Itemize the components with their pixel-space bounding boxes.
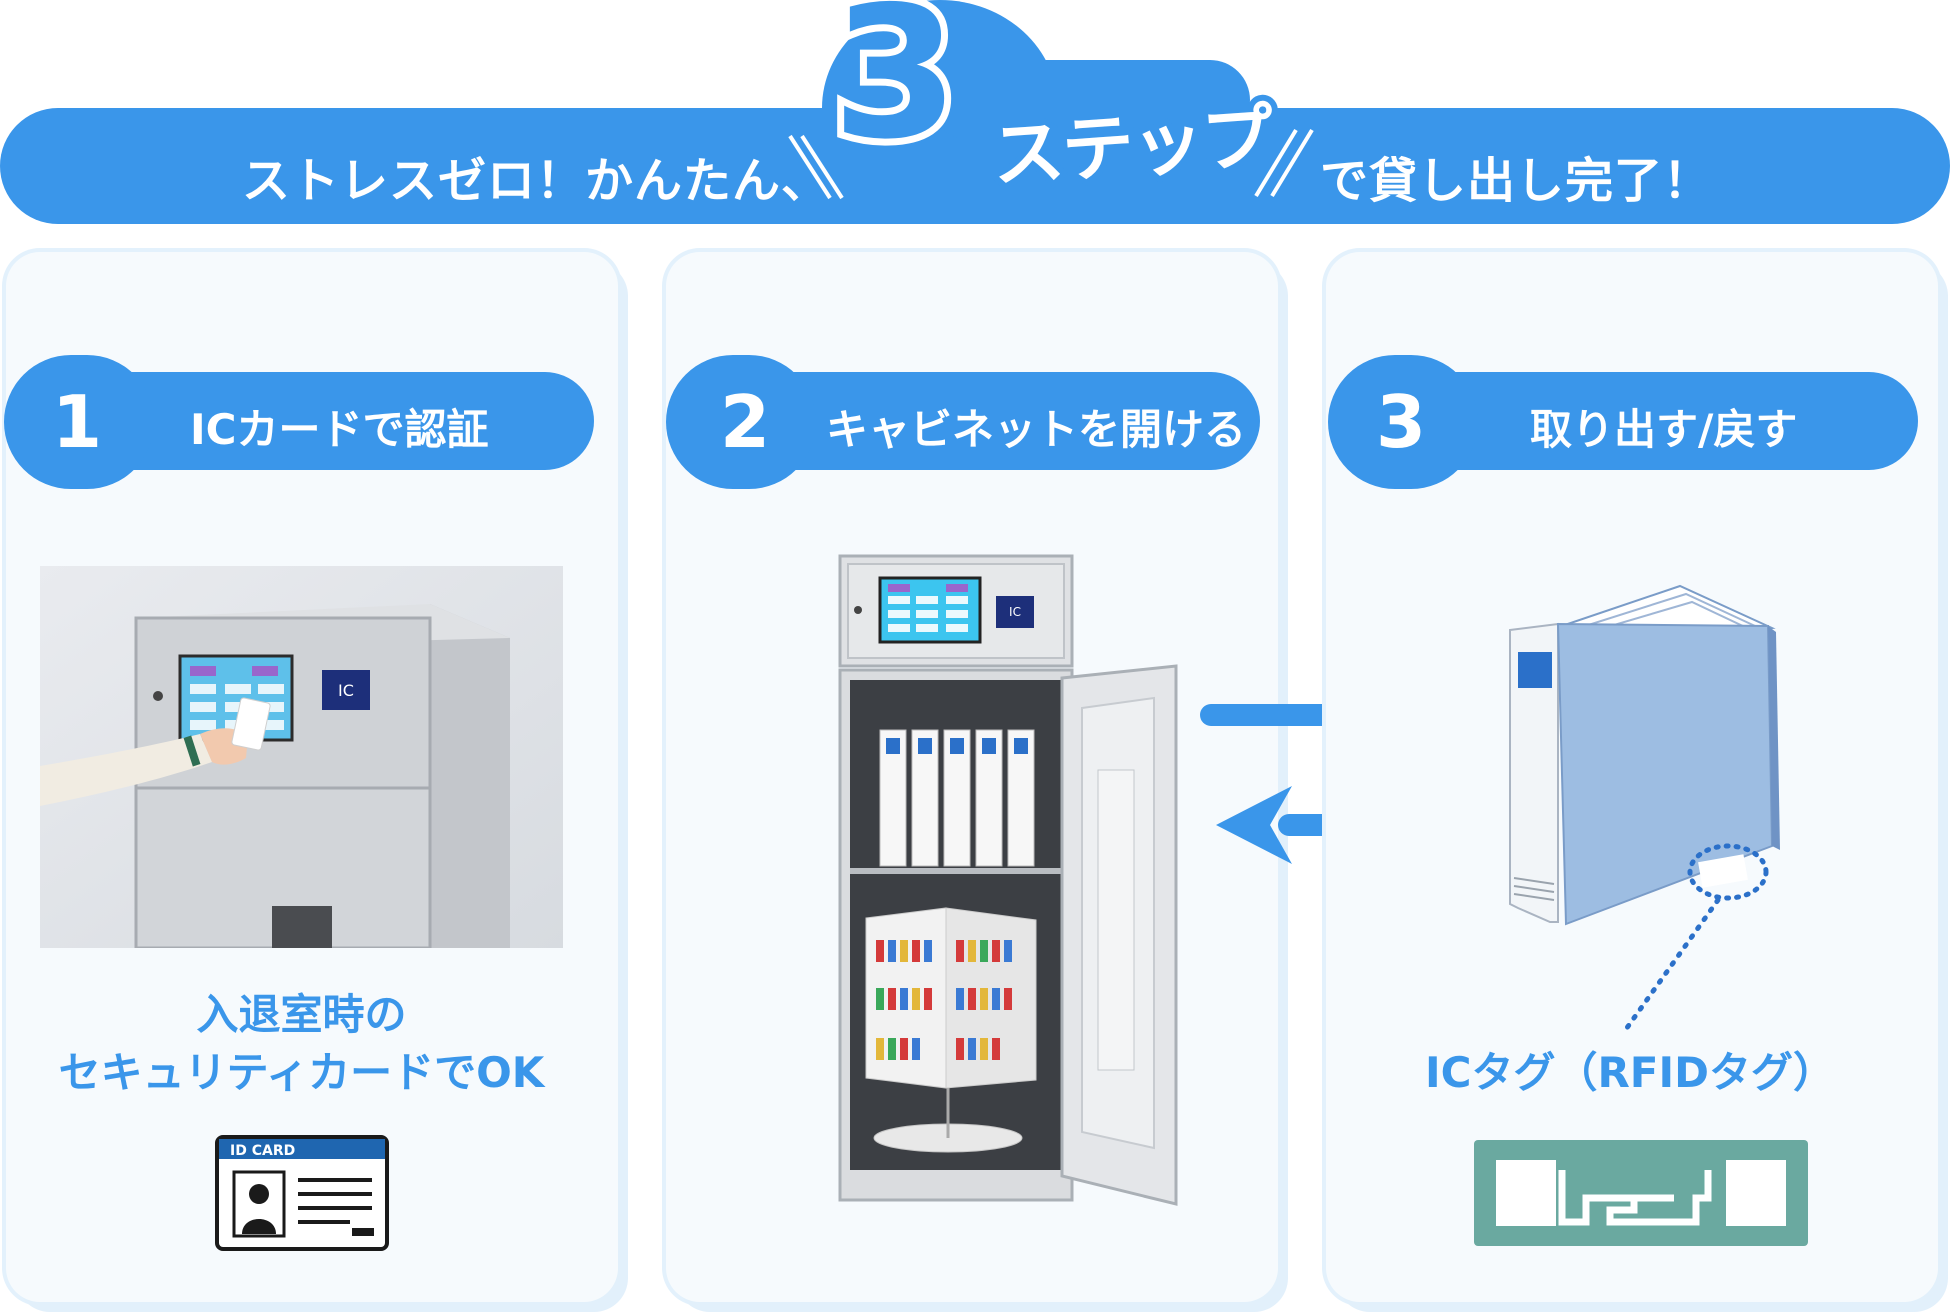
svg-text:IC: IC <box>338 681 354 700</box>
step-3-number: 3 <box>1376 380 1427 464</box>
banner-left-text: ストレスゼロ！かんたん、 <box>242 153 831 209</box>
binder-with-rfid-icon <box>1509 584 1780 1035</box>
step-1-caption-line1: 入退室時の <box>196 990 407 1039</box>
step-3-number-cap <box>1328 355 1478 489</box>
step-2-number-cap <box>666 355 816 489</box>
key-cabinet-photo: IC <box>838 554 1178 1206</box>
ic-card-reader-photo: IC <box>40 566 563 948</box>
step-3-label: 取り出す/戻す <box>1530 405 1798 454</box>
svg-text:IC: IC <box>1009 605 1021 619</box>
left-double-slash-icon <box>788 134 844 200</box>
step-1-number-cap <box>4 355 154 489</box>
step-3-caption: ICタグ（RFIDタグ） <box>1425 1048 1835 1097</box>
big-three: 3 <box>825 0 966 179</box>
step-1-number: 1 <box>52 380 103 464</box>
step-2-number: 2 <box>720 380 771 464</box>
step-1-label: ICカードで認証 <box>190 405 489 454</box>
banner-bump <box>822 0 1250 140</box>
svg-text:ID CARD: ID CARD <box>230 1143 295 1159</box>
id-card-icon: ID CARD <box>215 1135 389 1251</box>
step-1-caption-line2: セキュリティカードでOK <box>58 1048 545 1097</box>
rfid-tag-icon <box>1474 1140 1808 1246</box>
banner-step-word: ステップ <box>983 88 1280 203</box>
right-double-slash-icon <box>1254 128 1314 198</box>
banner-right-text: で貸し出し完了！ <box>1320 153 1713 209</box>
step-2-label: キャビネットを開ける <box>826 405 1247 454</box>
